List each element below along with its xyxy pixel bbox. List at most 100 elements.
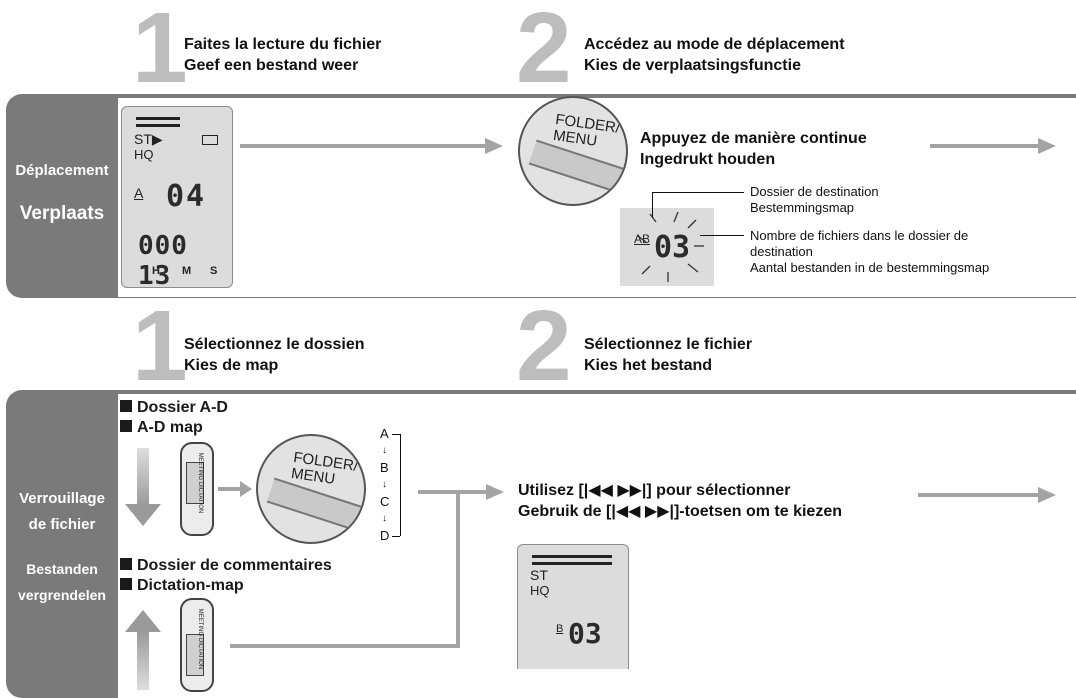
level-bar	[532, 555, 612, 558]
cycle-arrow-icon: ↓	[382, 479, 387, 490]
press-text-nl: Ingedrukt houden	[640, 151, 776, 168]
square-bullet-icon	[120, 420, 132, 432]
lcd-file-number: 04	[166, 179, 207, 214]
dest-folder-nl: Bestemmingsmap	[750, 200, 855, 215]
flow-arrow-head	[485, 138, 503, 154]
side-lock-fr-2: de fichier	[28, 516, 96, 533]
use-buttons-instruction: Utilisez [|◀◀ ▶▶|] pour sélectionner Geb…	[518, 480, 842, 522]
legend-dict-nl: Dictation-map	[120, 576, 244, 595]
legend-dict-fr: Dossier de commentaires	[120, 556, 332, 575]
cycle-c: C	[380, 494, 390, 509]
file-count-note: Nombre de fichiers dans le dossier de de…	[750, 228, 989, 276]
square-bullet-icon	[120, 400, 132, 412]
folder-cycle: A ↓ B ↓ C ↓ D	[380, 426, 410, 550]
side-label-fr: Déplacement	[15, 162, 109, 179]
dest-folder-note: Dossier de destination Bestemmingsmap	[750, 184, 879, 216]
side-label-lock-nl: Bestanden vergrendelen	[6, 556, 118, 608]
press-instruction: Appuyez de manière continue Ingedrukt ho…	[640, 128, 867, 170]
cycle-return-line	[392, 434, 400, 435]
connector-line	[230, 644, 460, 648]
lcd-folder-letter: A	[134, 185, 144, 201]
flow-arrow-head	[1038, 487, 1056, 503]
connector-line	[418, 490, 460, 494]
button-label: FOLDER/ MENU	[552, 110, 622, 150]
button-bar	[266, 477, 364, 537]
step2-text-fr: Accédez au mode de déplacement	[584, 36, 845, 53]
meeting-dictation-switch: MEETING DICTATION	[180, 598, 214, 692]
lcd-folder-letter: B	[556, 623, 564, 635]
select-file-fr: Sélectionnez le fichier	[584, 336, 753, 353]
flow-arrow-head	[486, 484, 504, 500]
press-text-fr: Appuyez de manière continue	[640, 130, 867, 147]
lcd-display: ST▶ HQ A 04 000 13 H M S	[121, 106, 233, 291]
lcd-mode-hq: HQ	[134, 147, 154, 162]
use-text-nl: Gebruik de [|◀◀ ▶▶|]-toetsen om te kieze…	[518, 503, 842, 520]
up-arrow-shaft	[137, 632, 149, 690]
cycle-arrow-icon: ↓	[382, 513, 387, 524]
flow-arrow-line	[456, 490, 486, 494]
level-bar	[532, 562, 612, 565]
select-file-instructions: Sélectionnez le fichier Kies het bestand	[584, 334, 752, 376]
legend-dict-nl-text: Dictation-map	[137, 577, 244, 594]
legend-ad-fr: Dossier A-D	[120, 398, 228, 417]
callout-line	[652, 192, 744, 193]
folder-menu-button-illustration: FOLDER/ MENU	[256, 434, 366, 544]
side-label-lock-fr: Verrouillage de fichier	[6, 486, 118, 538]
level-bar	[136, 124, 180, 127]
legend-ad-fr-text: Dossier A-D	[137, 399, 228, 416]
legend-ad-nl-text: A-D map	[137, 419, 203, 436]
step-number-1: 1	[132, 0, 188, 104]
cycle-arrow-icon: ↓	[382, 445, 387, 456]
lcd-display-folder-b: ST HQ B 03	[517, 544, 629, 669]
switch-label: MEETING DICTATION	[197, 452, 204, 514]
callout-line	[652, 192, 653, 218]
battery-icon	[202, 135, 218, 145]
down-arrow-icon	[125, 504, 161, 526]
step2-instructions: Accédez au mode de déplacement Kies de v…	[584, 34, 845, 76]
folder-menu-button-illustration: FOLDER/ MENU	[518, 96, 628, 206]
small-arrow-line	[218, 487, 240, 491]
blink-rays	[637, 211, 704, 282]
flow-arrow-line	[240, 144, 485, 148]
step1-text-nl: Geef een bestand weer	[184, 57, 359, 74]
square-bullet-icon	[120, 558, 132, 570]
destination-lcd: AB 03	[620, 208, 714, 286]
meeting-dictation-switch: MEETING DICTATION	[180, 442, 214, 536]
flow-arrow-line	[918, 493, 1038, 497]
cycle-b: B	[380, 460, 389, 475]
step1-text-fr: Faites la lecture du fichier	[184, 36, 382, 53]
lcd-mode-hq: HQ	[530, 583, 550, 598]
cycle-d: D	[380, 528, 390, 543]
lcd-h: H	[152, 265, 160, 277]
cycle-return-line	[392, 536, 400, 537]
step1-instructions: Faites la lecture du fichier Geef een be…	[184, 34, 381, 76]
switch-slider	[186, 462, 204, 504]
side-label-nl: Verplaats	[19, 203, 105, 224]
button-bar	[528, 139, 626, 199]
cycle-return-line	[400, 434, 401, 536]
level-bar	[136, 117, 180, 120]
switch-label: MEETING DICTATION	[197, 608, 204, 670]
flow-arrow-head	[1038, 138, 1056, 154]
select-folder-instructions: Sélectionnez le dossien Kies de map	[184, 334, 365, 376]
lcd-mode-st: ST	[530, 567, 548, 583]
dest-folder-fr: Dossier de destination	[750, 184, 879, 199]
lcd-file-number: 03	[568, 617, 602, 650]
callout-line	[700, 235, 744, 236]
select-file-nl: Kies het bestand	[584, 357, 713, 374]
switch-slider	[186, 634, 204, 676]
legend-ad-nl: A-D map	[120, 418, 203, 437]
lcd-time: 000 13	[138, 231, 188, 291]
square-bullet-icon	[120, 578, 132, 590]
dest-folder-letters: AB	[634, 232, 651, 246]
step-number-2: 2	[516, 290, 572, 402]
lcd-mode-st: ST▶	[134, 131, 163, 147]
side-lock-nl-1: Bestanden	[26, 561, 98, 577]
side-lock-nl-2: vergrendelen	[18, 587, 106, 603]
dest-file-count: 03	[654, 230, 691, 265]
step-number-1: 1	[132, 290, 188, 402]
side-lock-fr-1: Verrouillage	[19, 490, 105, 507]
lcd-m: M	[182, 265, 192, 277]
small-arrow-head	[240, 481, 252, 497]
flow-arrow-line	[930, 144, 1038, 148]
